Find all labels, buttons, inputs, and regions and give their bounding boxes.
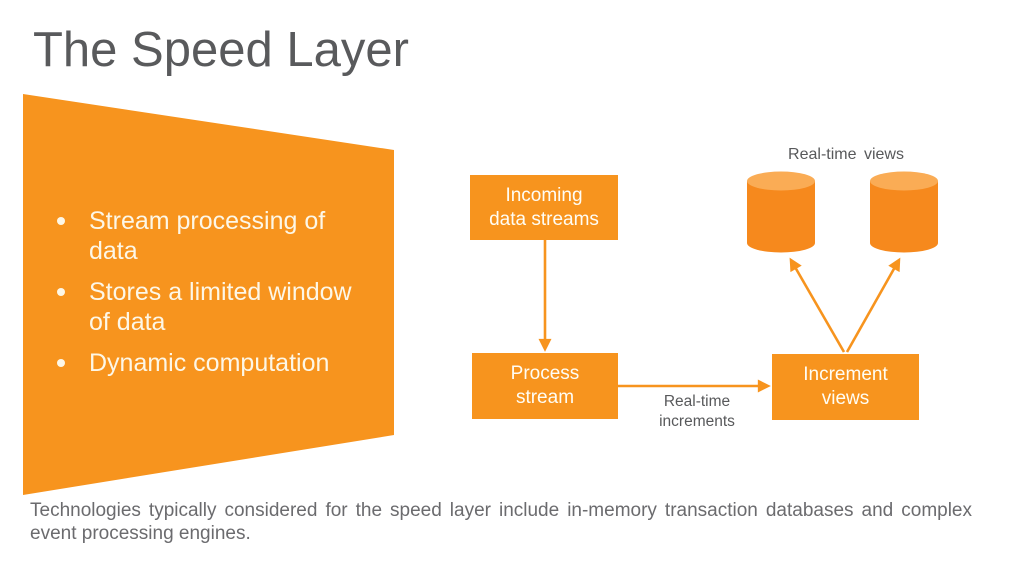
arrow-to-left-database-icon [789, 257, 846, 353]
bullet-text: Stream processing of data [89, 207, 326, 265]
bullet-item: Stream processing of data [57, 206, 359, 266]
caption-line-2: event processing engines. [30, 523, 251, 544]
bullet-dot-icon [57, 288, 65, 296]
bullet-dot-icon [57, 359, 65, 367]
bullet-dot-icon [57, 217, 65, 225]
caption-line-1: Technologies typically considered for th… [30, 500, 972, 521]
speed-layer-panel-shape [23, 94, 394, 495]
bullet-item: Stores a limited window of data [57, 277, 359, 337]
bullet-text: Stores a limited window of data [89, 278, 352, 336]
database-cylinder-icon [747, 171, 815, 253]
arrow-to-right-database-icon [845, 257, 901, 353]
process-stream-box: Process stream [472, 353, 618, 419]
bullet-list: Stream processing of data Stores a limit… [57, 206, 359, 389]
realtime-views-label: Real-time views [788, 146, 904, 163]
database-cylinder-icon [870, 171, 938, 253]
page-title: The Speed Layer [33, 23, 409, 77]
bullet-item: Dynamic computation [57, 348, 359, 378]
incoming-data-streams-box: Incoming data streams [470, 175, 618, 240]
increment-views-box: Increment views [772, 354, 919, 420]
bullet-text: Dynamic computation [89, 349, 330, 377]
realtime-increments-label: Real-time increments [659, 393, 735, 430]
caption: Technologies typically considered for th… [30, 499, 972, 545]
